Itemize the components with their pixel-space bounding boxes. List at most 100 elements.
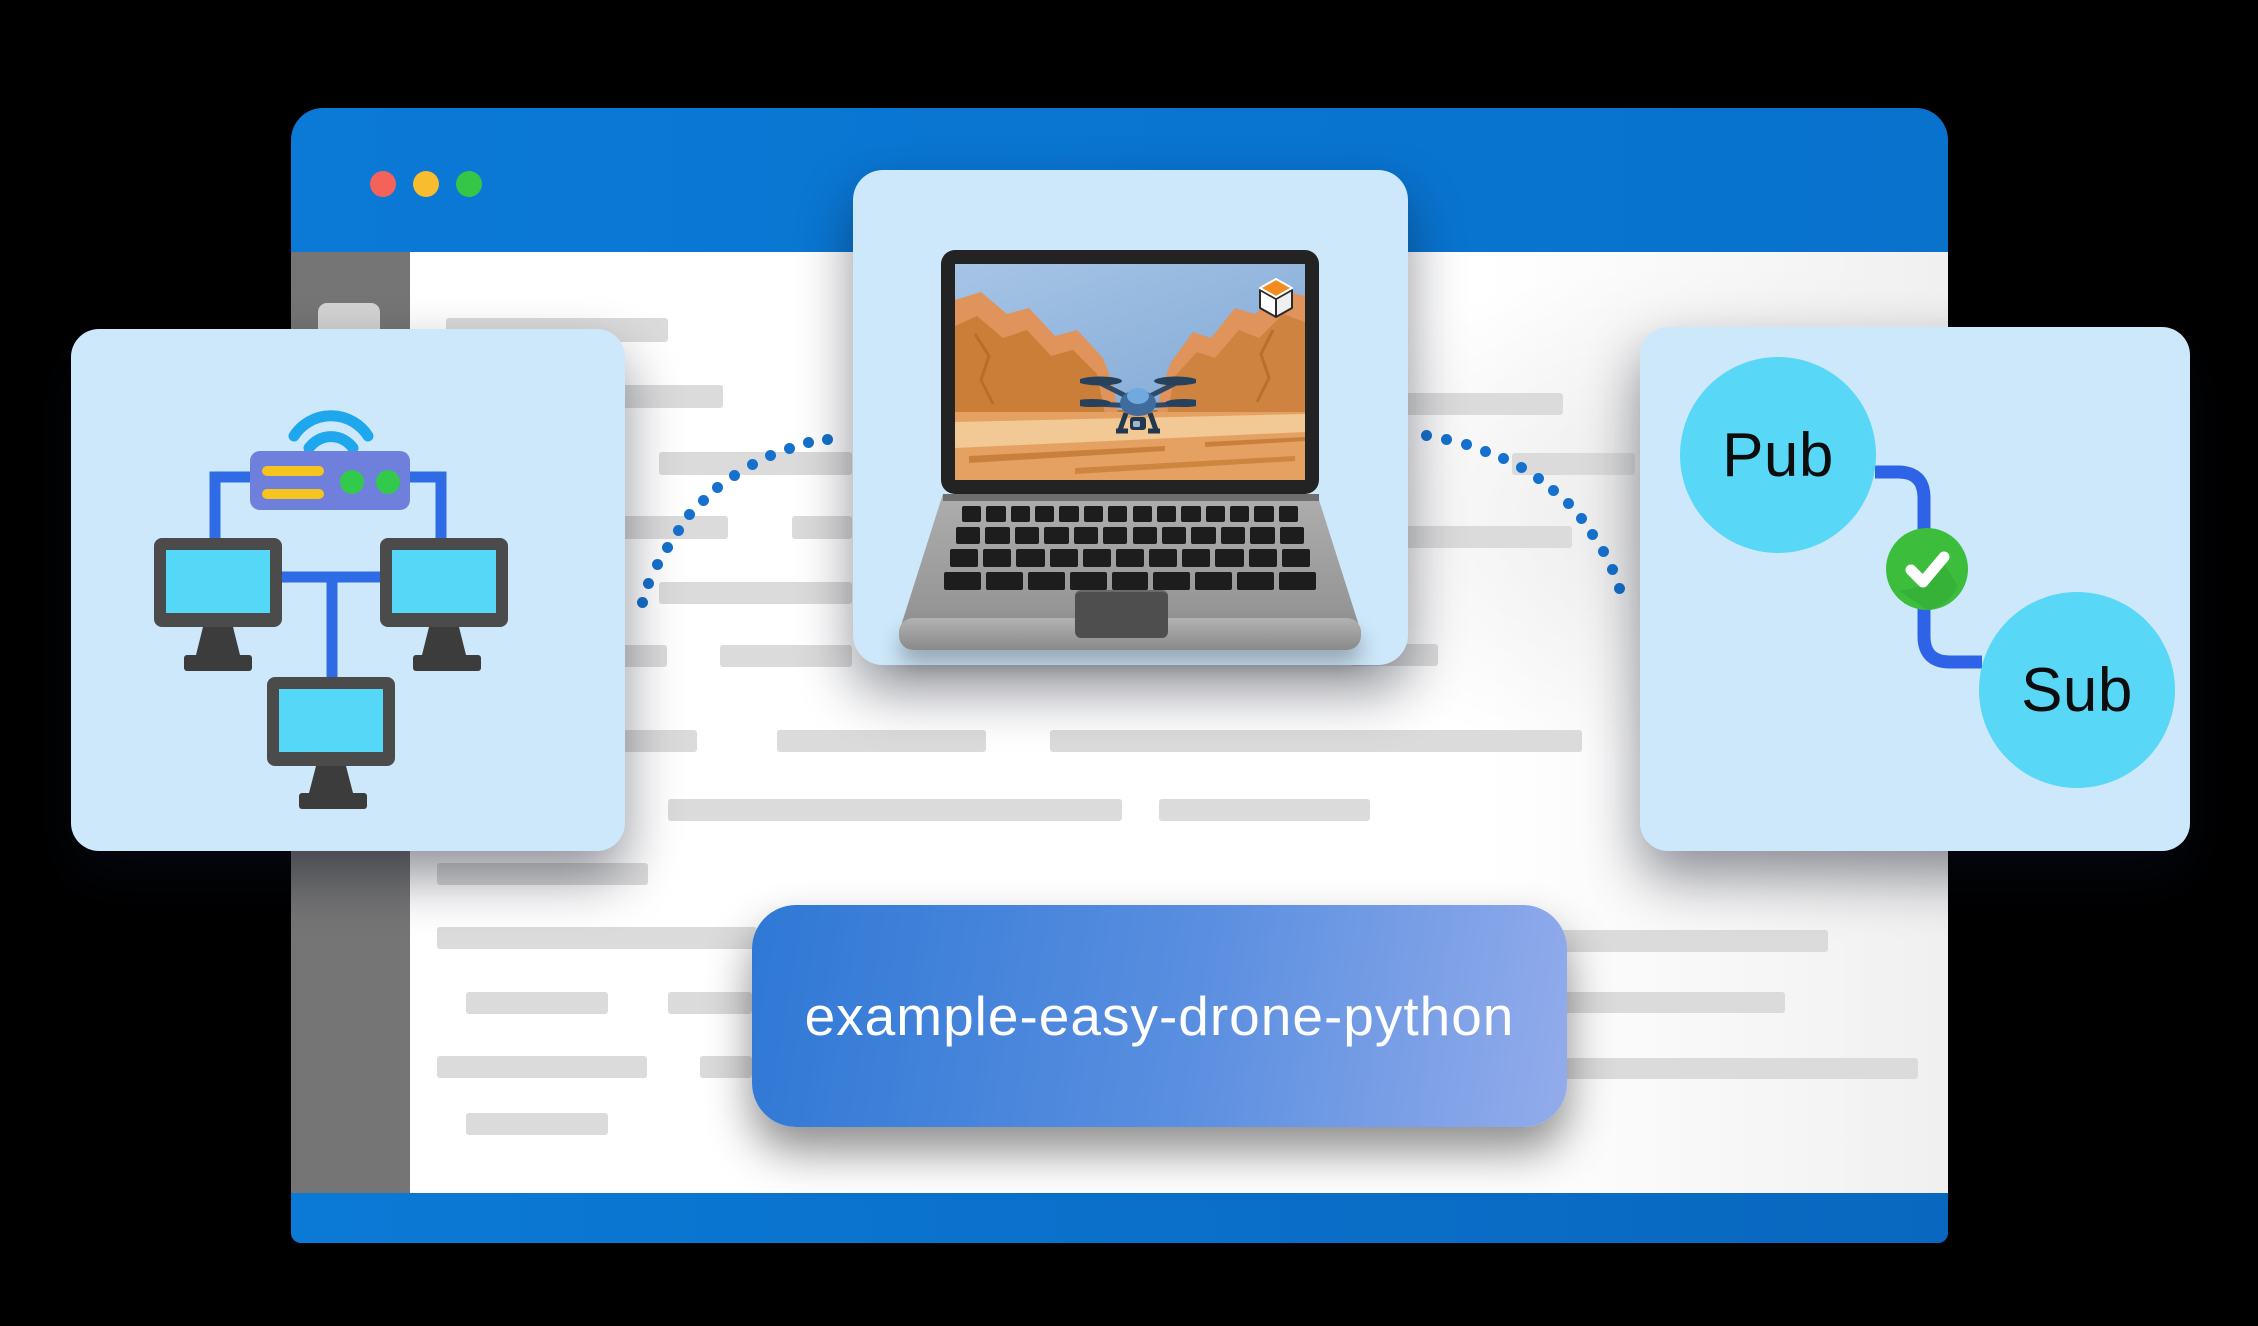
left-arc-dot: [821, 433, 833, 445]
laptop-key: [1278, 506, 1298, 522]
skeleton-text-bar: [1159, 799, 1370, 821]
left-arc-dot: [711, 481, 723, 493]
network-lines: [209, 471, 447, 677]
laptop-key: [1073, 527, 1099, 544]
right-arc-dot: [1562, 497, 1574, 509]
laptop-key: [985, 572, 1023, 590]
left-arc-dot: [783, 442, 795, 454]
laptop-hinge: [943, 494, 1319, 501]
drone-icon: [1080, 376, 1196, 434]
laptop-key: [985, 527, 1010, 544]
laptop-key: [1181, 506, 1201, 522]
pub-node: Pub: [1680, 357, 1876, 553]
right-arc-dot: [1532, 472, 1544, 484]
skeleton-text-bar: [437, 1056, 647, 1078]
sub-label: Sub: [2021, 655, 2133, 725]
laptop-key: [1153, 572, 1191, 590]
right-arc-dot: [1420, 429, 1432, 441]
laptop-key: [1248, 549, 1277, 567]
laptop-key: [1182, 549, 1211, 567]
example-package-label: example-easy-drone-python: [804, 985, 1515, 1047]
laptop-key: [1103, 527, 1128, 544]
right-arc-dot: [1575, 512, 1587, 524]
left-arc-dot: [683, 508, 695, 520]
laptop-key: [1237, 572, 1275, 590]
skeleton-text-bar: [668, 992, 752, 1014]
laptop-key: [983, 549, 1012, 567]
monitor-icon-left: [154, 538, 282, 671]
left-arc-dot: [661, 541, 673, 553]
laptop-key: [1016, 549, 1045, 567]
laptop-key: [1220, 527, 1246, 544]
browser-bottombar: [291, 1193, 1948, 1243]
right-arc-dot: [1460, 438, 1472, 450]
laptop-key: [1044, 527, 1069, 544]
laptop-key: [1281, 549, 1310, 567]
traffic-light-zoom-button[interactable]: [456, 171, 482, 197]
left-arc-dot: [651, 558, 663, 570]
laptop-key: [1279, 527, 1304, 544]
laptop-key: [1195, 572, 1233, 590]
laptop-key: [1279, 572, 1316, 590]
laptop-key: [1035, 506, 1055, 522]
left-arc-dot: [636, 596, 648, 608]
left-arc-dot: [642, 577, 654, 589]
laptop-key: [1010, 506, 1031, 522]
simulator-logo-icon: [1259, 278, 1293, 318]
skeleton-text-bar: [1480, 930, 1828, 952]
laptop-key: [1069, 572, 1107, 590]
laptop-key: [1014, 527, 1040, 544]
laptop-screen: [955, 264, 1305, 480]
skeleton-text-bar: [598, 385, 723, 408]
traffic-light-minimize-button[interactable]: [413, 171, 439, 197]
skeleton-text-bar: [598, 516, 728, 539]
skeleton-text-bar: [777, 730, 986, 752]
laptop-key: [1132, 506, 1152, 522]
monitor-icon-bottom: [267, 677, 395, 809]
skeleton-text-bar: [720, 645, 852, 667]
network-icon: [154, 410, 508, 809]
laptop-key: [1156, 506, 1177, 522]
right-arc-dot: [1479, 445, 1491, 457]
traffic-light-close-button[interactable]: [370, 171, 396, 197]
laptop-key: [1161, 527, 1187, 544]
check-icon: [1886, 528, 1968, 610]
network-card: [71, 329, 625, 851]
left-arc-dot: [802, 436, 814, 448]
right-arc-dot: [1547, 484, 1559, 496]
skeleton-text-bar: [792, 516, 852, 539]
left-arc-dot: [697, 494, 709, 506]
skeleton-text-bar: [437, 863, 648, 885]
right-arc-dot: [1613, 582, 1625, 594]
sub-node: Sub: [1979, 592, 2175, 788]
laptop-key: [1250, 527, 1275, 544]
right-arc-dot: [1597, 545, 1609, 557]
left-mesa: [955, 292, 1118, 414]
laptop-key: [1083, 506, 1104, 522]
desert-ground: [955, 412, 1305, 480]
laptop-key: [950, 549, 979, 567]
laptop-key: [1059, 506, 1079, 522]
right-arc-dot: [1497, 452, 1509, 464]
monitor-icon-right: [380, 538, 508, 671]
laptop-key: [1027, 572, 1065, 590]
laptop-key: [1254, 506, 1274, 522]
laptop-key: [1049, 549, 1078, 567]
right-arc-dot: [1586, 528, 1598, 540]
laptop-touchpad: [1075, 590, 1168, 638]
laptop-key: [1149, 549, 1178, 567]
wifi-icon: [288, 410, 374, 454]
example-package-button[interactable]: example-easy-drone-python: [752, 905, 1567, 1127]
laptop-key: [1108, 506, 1128, 522]
skeleton-text-bar: [1050, 730, 1582, 752]
skeleton-text-bar: [437, 927, 757, 949]
laptop-key: [1205, 506, 1225, 522]
right-arc-dot: [1606, 563, 1618, 575]
right-arc-dot: [1515, 461, 1527, 473]
skeleton-text-bar: [659, 582, 852, 604]
skeleton-text-bar: [1480, 1058, 1918, 1079]
desert-simulation-scene: [955, 264, 1305, 480]
left-arc-dot: [746, 458, 758, 470]
laptop-key: [962, 506, 982, 522]
